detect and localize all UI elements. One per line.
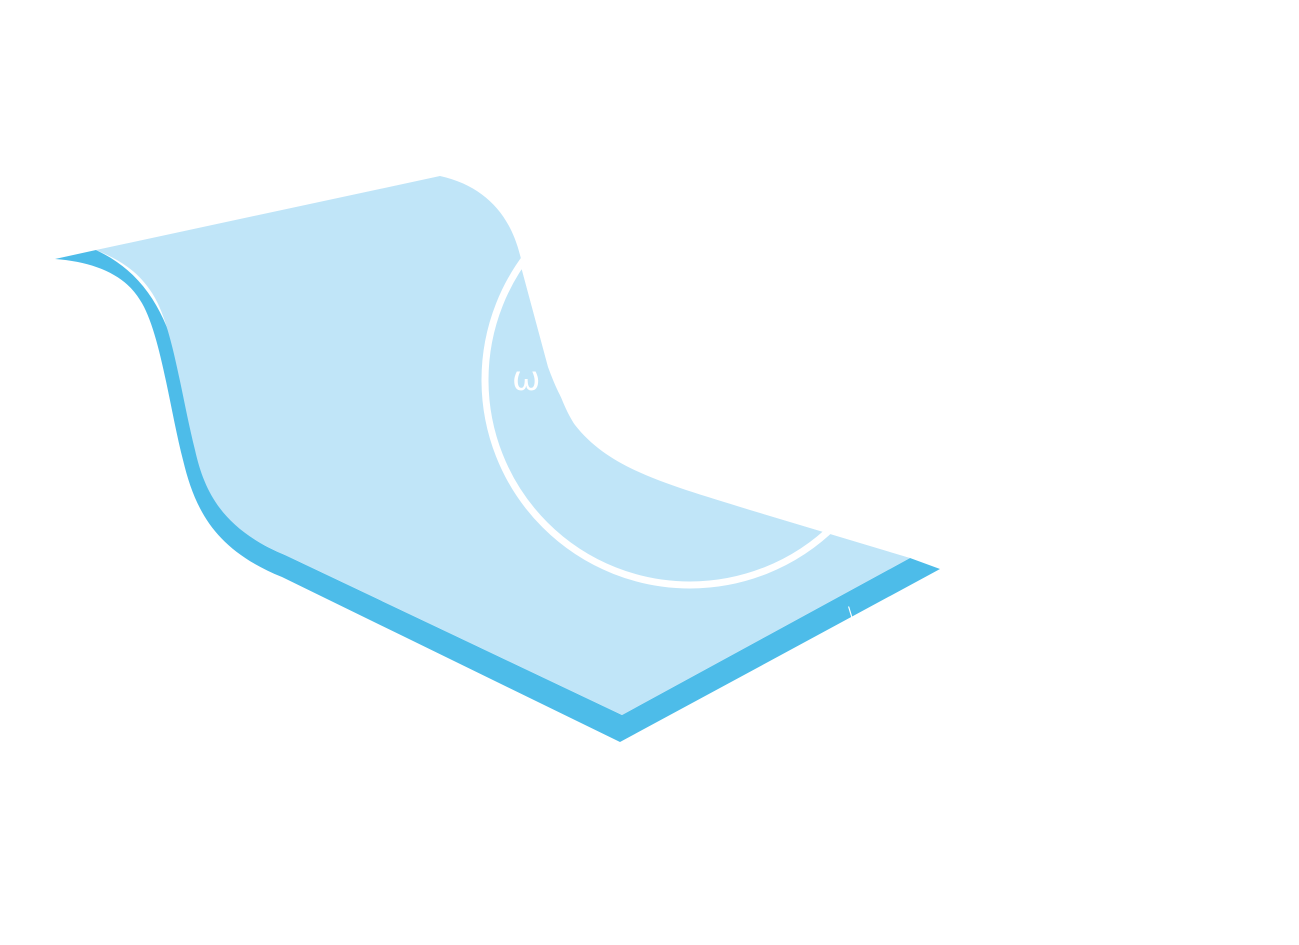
- sheet-fold: [520, 250, 845, 528]
- edge-marker: \: [848, 605, 853, 621]
- magnifier-label: ω: [512, 359, 540, 399]
- sheet-face: [96, 176, 910, 715]
- sheet-edge: [55, 250, 940, 742]
- magnifier-circle: [481, 171, 899, 589]
